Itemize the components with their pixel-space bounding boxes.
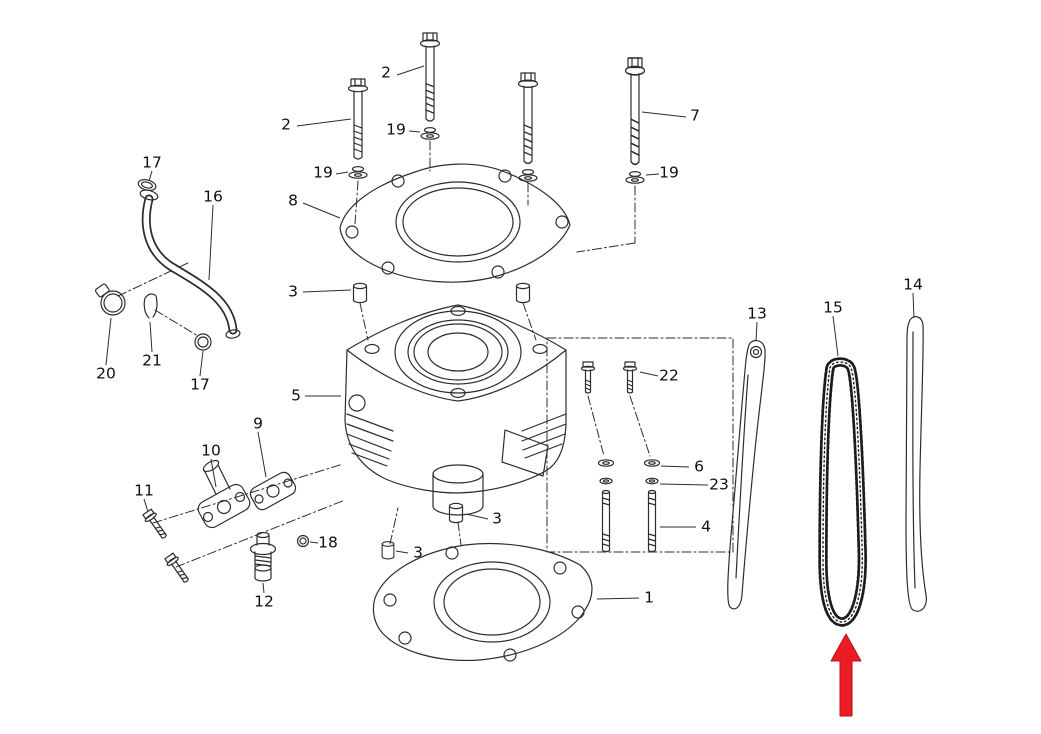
part-label-2: 2	[381, 64, 391, 82]
part-label-19: 19	[386, 121, 406, 139]
leader-line-part-19	[335, 171, 349, 175]
hose-clamp	[94, 283, 126, 316]
part-label-12: 12	[254, 593, 274, 611]
leader-line-part-19	[645, 173, 660, 176]
water-joint	[197, 459, 251, 529]
leader-line-part-20	[105, 317, 112, 366]
part-label-2: 2	[281, 116, 291, 134]
leader-line-part-6	[660, 465, 690, 468]
leader-line-part-17	[148, 170, 153, 182]
bolt-washer	[625, 171, 645, 184]
part-label-17: 17	[142, 154, 162, 172]
tensioner-guide	[727, 340, 766, 610]
part-label-10: 10	[201, 442, 221, 460]
leader-line-part-18	[309, 541, 319, 544]
part-label-11: 11	[134, 482, 154, 500]
bolt-washer	[420, 126, 440, 140]
part-label-19: 19	[313, 164, 333, 182]
leader-line-part-15	[832, 315, 839, 357]
leader-line-part-23	[659, 483, 709, 486]
dowel-pin	[381, 541, 395, 560]
dowel-pin	[352, 282, 368, 304]
leader-line-part-19	[408, 130, 421, 133]
part-label-1: 1	[644, 589, 654, 607]
flat-washer	[597, 459, 615, 467]
leader-line-part-3	[465, 513, 489, 520]
part-label-3: 3	[413, 544, 423, 562]
o-ring	[296, 534, 310, 548]
head-gasket	[339, 163, 571, 283]
part-label-20: 20	[96, 365, 116, 383]
cylinder-block	[344, 304, 567, 516]
stud-bolt	[647, 489, 657, 553]
dowel-pin	[515, 282, 531, 304]
dowel-pin	[448, 502, 464, 524]
part-label-7: 7	[690, 107, 700, 125]
leader-line-part-13	[755, 321, 758, 342]
leader-line-part-14	[912, 292, 915, 319]
part-label-3: 3	[492, 510, 502, 528]
temp-sensor	[249, 531, 277, 582]
part-label-3: 3	[288, 283, 298, 301]
head-bolt	[347, 78, 369, 160]
mount-bolt	[580, 361, 596, 394]
part-label-9: 9	[253, 415, 263, 433]
leader-line-part-22	[639, 371, 659, 377]
part-label-23: 23	[709, 476, 729, 494]
leader-line-part-21	[149, 321, 153, 353]
head-bolt	[624, 57, 646, 166]
leader-line-part-8	[302, 202, 341, 219]
part-label-21: 21	[142, 352, 162, 370]
part-label-18: 18	[318, 534, 338, 552]
part-label-5: 5	[291, 387, 301, 405]
mount-bolt	[622, 361, 638, 394]
leader-line-part-9	[257, 431, 267, 478]
part-label-8: 8	[288, 192, 298, 210]
pipe-clip	[194, 333, 212, 351]
leader-line-part-17	[199, 350, 204, 377]
leader-line-part-16	[208, 204, 214, 281]
leader-line-part-3	[302, 289, 352, 293]
leader-line-part-2	[296, 118, 352, 127]
part-label-15: 15	[823, 299, 843, 317]
part-label-4: 4	[701, 518, 711, 536]
part-label-13: 13	[747, 305, 767, 323]
part-label-6: 6	[694, 458, 704, 476]
highlight-arrow	[830, 633, 862, 717]
joint-bolt	[141, 507, 171, 542]
seal-washer	[645, 477, 659, 485]
part-label-22: 22	[659, 367, 679, 385]
leader-line-part-1	[596, 597, 640, 600]
cam-chain	[818, 357, 868, 627]
leader-line-part-3	[395, 550, 409, 554]
pipe-clip	[137, 179, 157, 191]
wire-clip	[143, 293, 158, 319]
part-label-16: 16	[203, 188, 223, 206]
chain-guide	[905, 315, 927, 612]
joint-bolt	[163, 551, 193, 586]
bolt-washer	[348, 166, 368, 179]
part-label-19: 19	[659, 164, 679, 182]
leader-line-part-12	[262, 582, 265, 594]
stud-bolt	[601, 489, 611, 553]
leader-line-part-7	[641, 111, 687, 118]
part-label-17: 17	[190, 376, 210, 394]
seal-washer	[599, 477, 613, 485]
head-bolt	[419, 32, 441, 122]
construction-lines	[117, 140, 734, 568]
water-pipe	[139, 189, 241, 339]
part-label-14: 14	[903, 276, 923, 294]
leader-line-part-2	[396, 65, 425, 76]
leader-line-part-11	[143, 498, 149, 513]
head-bolt	[517, 72, 539, 165]
flat-washer	[643, 459, 661, 467]
base-gasket	[372, 542, 593, 662]
joint-gasket	[249, 471, 297, 511]
leader-line-part-10	[210, 458, 217, 488]
